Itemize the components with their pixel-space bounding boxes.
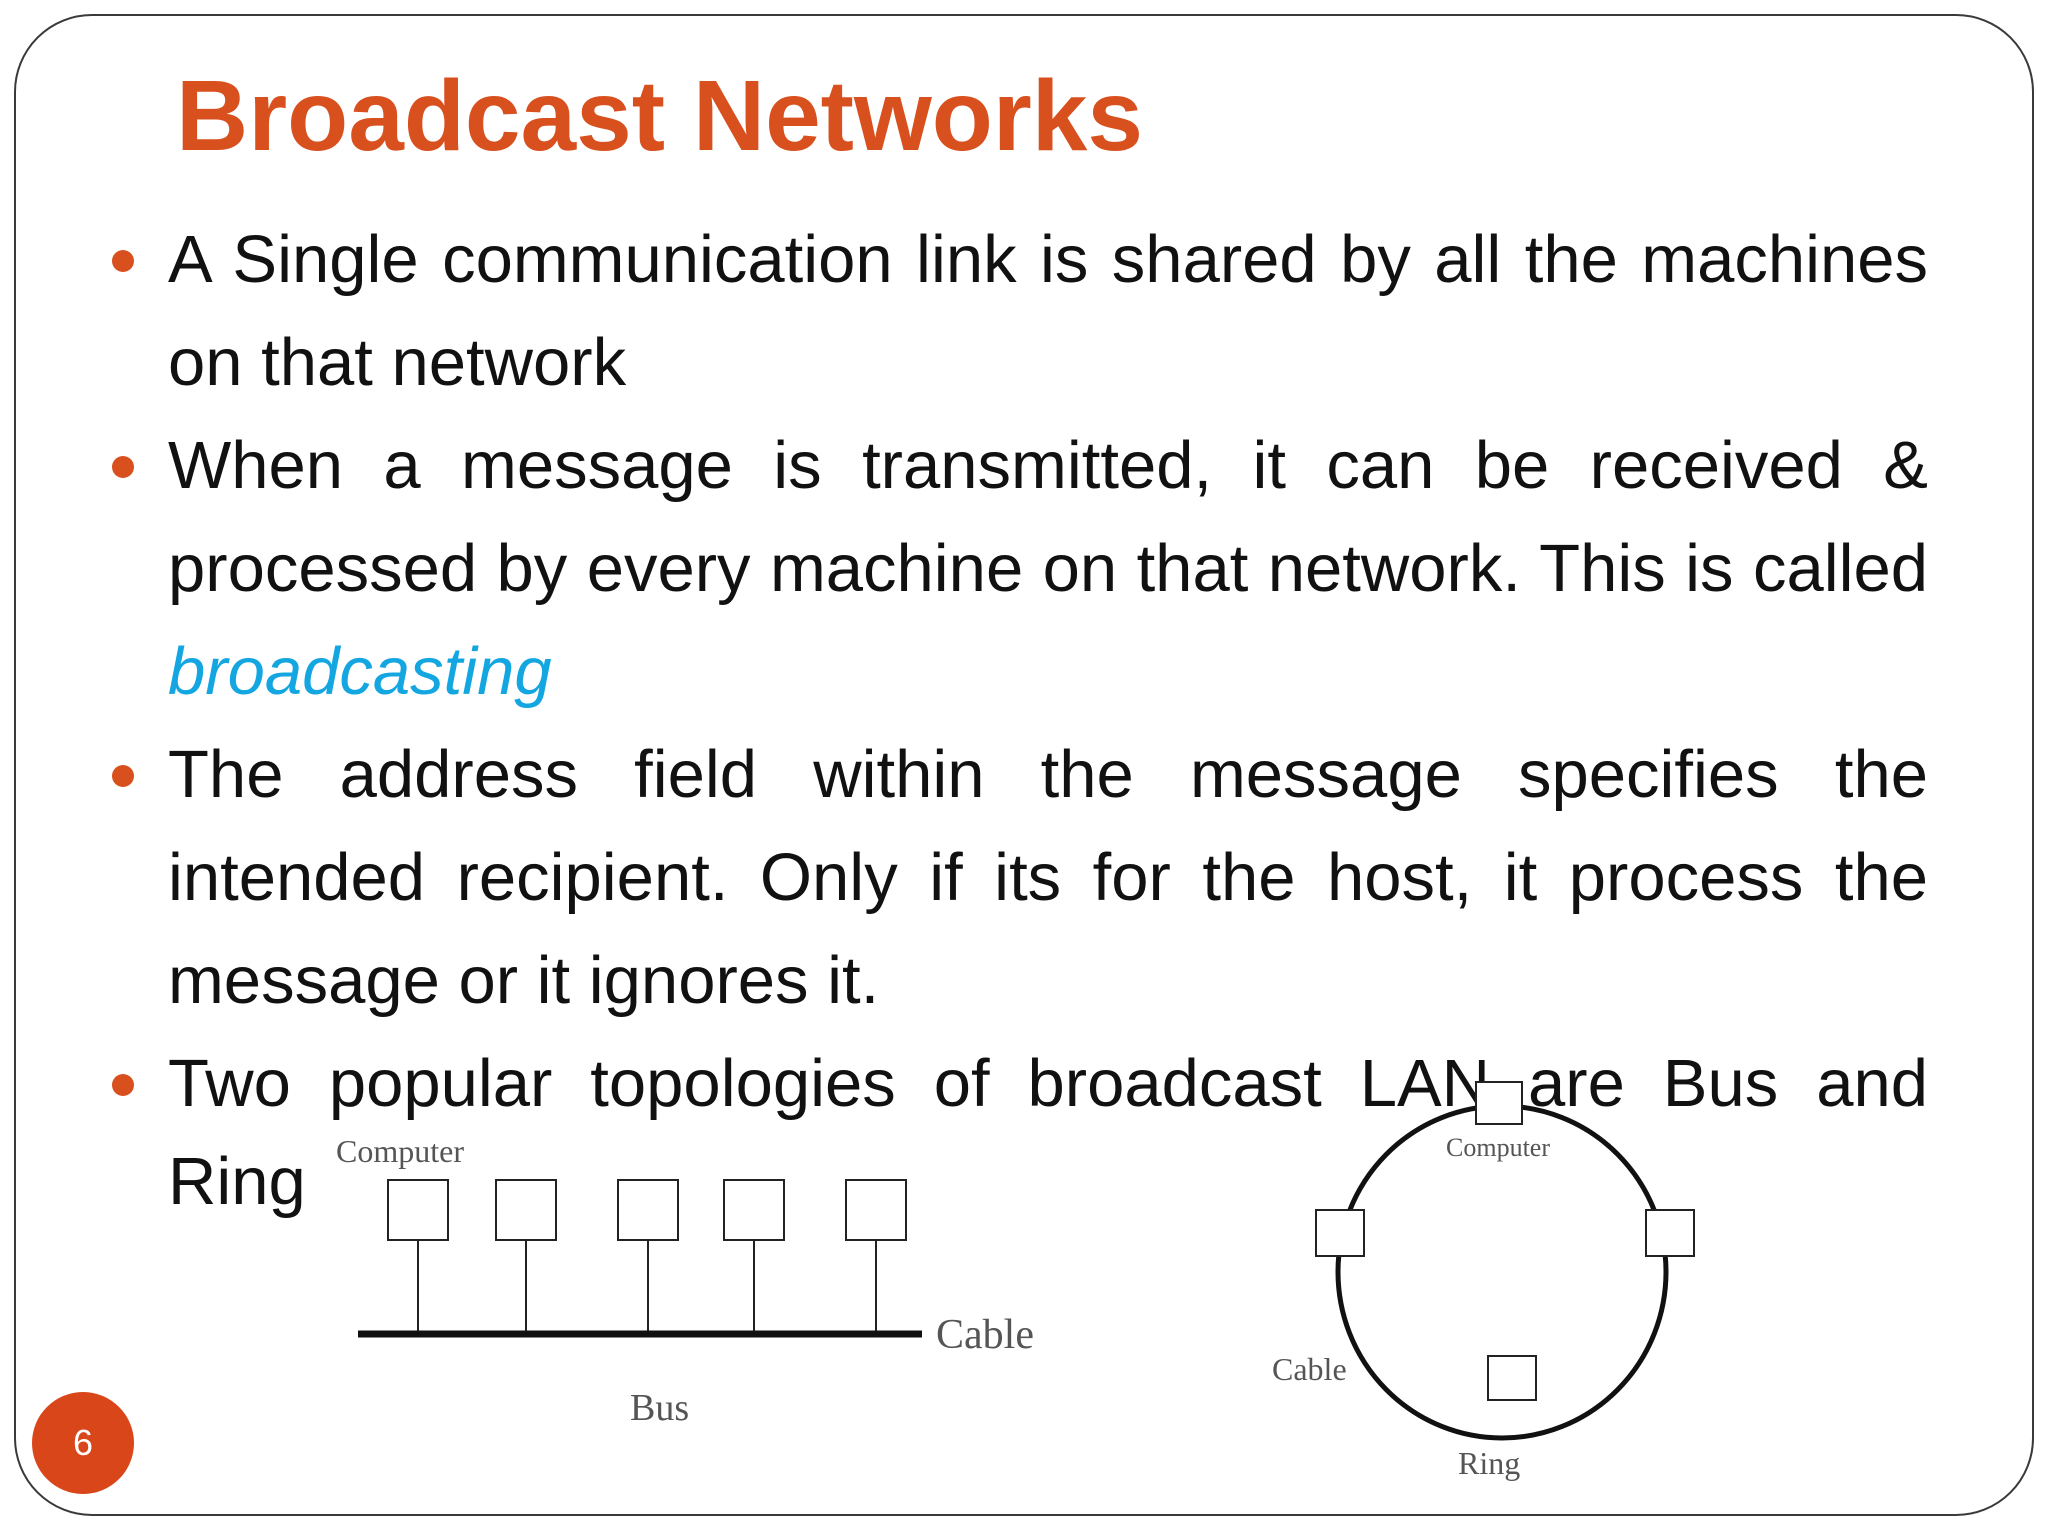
bus-computer-label: Computer <box>336 1133 464 1169</box>
slide-frame <box>14 14 2034 1516</box>
slide-title: Broadcast Networks <box>176 60 1143 172</box>
bullet-item: The address field within the message spe… <box>108 723 1928 1032</box>
bullet-text-part: When a message is transmitted, it can be… <box>168 428 1928 606</box>
bullet-item: Two popular topologies of broadcast LAN … <box>108 1032 1928 1135</box>
bus-computer-node <box>387 1179 449 1241</box>
bus-computer-node <box>495 1179 557 1241</box>
ring-computer-label: Computer <box>1446 1133 1550 1162</box>
bullet-text: When a message is transmitted, it can be… <box>168 414 1928 723</box>
bus-caption: Bus <box>630 1387 689 1429</box>
bullet-dot-icon <box>112 1074 134 1096</box>
ring-computer-node <box>1645 1209 1695 1257</box>
ring-caption: Ring <box>1458 1445 1520 1481</box>
ring-topology: Computer Cable Ring <box>1272 1081 1695 1481</box>
bullet-list: A Single communication link is shared by… <box>108 208 1928 1135</box>
bullet-item: When a message is transmitted, it can be… <box>108 414 1928 723</box>
bullet-text-continuation: Ring <box>168 1144 306 1219</box>
page-number-badge: 6 <box>32 1392 134 1494</box>
bus-topology: Computer Cable Bus <box>336 1133 1034 1429</box>
ring-computer-node <box>1475 1081 1523 1125</box>
bus-computer-node <box>723 1179 785 1241</box>
bus-computer-node <box>845 1179 907 1241</box>
highlight-term: broadcasting <box>168 634 552 709</box>
ring-computer-node <box>1315 1209 1365 1257</box>
topology-diagram: Computer Cable Bus Computer Cable Ring <box>336 1081 1695 1481</box>
ring-cable-label: Cable <box>1272 1351 1347 1387</box>
bus-cable-label: Cable <box>936 1312 1034 1358</box>
bullet-dot-icon <box>112 456 134 478</box>
bus-computer-node <box>617 1179 679 1241</box>
bullet-text: Two popular topologies of broadcast LAN … <box>168 1046 1928 1121</box>
bullet-text: The address field within the message spe… <box>168 737 1928 1018</box>
bullet-text: A Single communication link is shared by… <box>168 222 1928 400</box>
ring-computer-node <box>1487 1355 1537 1401</box>
bullet-dot-icon <box>112 765 134 787</box>
bullet-dot-icon <box>112 250 134 272</box>
bullet-item: A Single communication link is shared by… <box>108 208 1928 414</box>
